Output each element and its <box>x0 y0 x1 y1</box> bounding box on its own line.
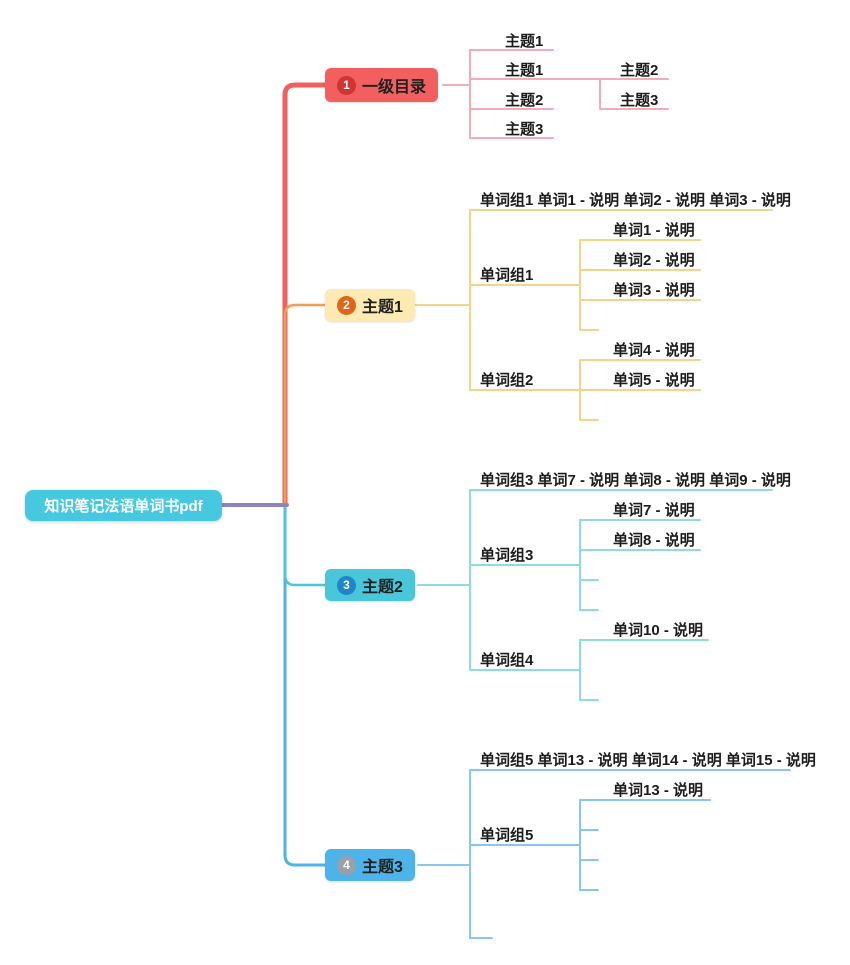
branch4-number-badge: 4 <box>337 855 356 875</box>
branch-node-2[interactable]: 2 主题1 <box>325 289 415 321</box>
branch-node-3[interactable]: 3 主题2 <box>325 569 415 601</box>
b1-topic-2[interactable]: 主题1 <box>505 62 544 79</box>
b4-summary-row[interactable]: 单词组5 单词13 - 说明 单词14 - 说明 单词15 - 说明 <box>480 752 816 769</box>
branch3-number-badge: 3 <box>337 575 356 595</box>
b2-wordgroup-1[interactable]: 单词组1 <box>480 267 534 284</box>
b2-word-4[interactable]: 单词4 - 说明 <box>613 342 695 359</box>
branch2-connectors <box>414 209 773 421</box>
b3-wordgroup-4[interactable]: 单词组4 <box>480 652 534 669</box>
trunk-connectors <box>220 82 328 867</box>
b1-topic-4[interactable]: 主题3 <box>505 121 544 138</box>
root-node[interactable]: 知识笔记法语单词书pdf <box>25 490 222 521</box>
b2-summary-row[interactable]: 单词组1 单词1 - 说明 单词2 - 说明 单词3 - 说明 <box>480 192 791 209</box>
b2-wordgroup-2[interactable]: 单词组2 <box>480 372 534 389</box>
b2-word-3[interactable]: 单词3 - 说明 <box>613 282 695 299</box>
branch1-connectors <box>442 49 669 139</box>
b3-word-10[interactable]: 单词10 - 说明 <box>613 622 704 639</box>
branch4-connectors <box>417 769 791 939</box>
branch-node-4[interactable]: 4 主题3 <box>325 849 415 881</box>
branch1-label: 一级目录 <box>362 79 427 96</box>
branch-node-1[interactable]: 1 一级目录 <box>325 68 439 102</box>
b4-wordgroup-5[interactable]: 单词组5 <box>480 827 534 844</box>
branch1-number-badge: 1 <box>337 75 356 95</box>
branch4-label: 主题3 <box>362 859 403 876</box>
b3-summary-row[interactable]: 单词组3 单词7 - 说明 单词8 - 说明 单词9 - 说明 <box>480 472 791 489</box>
b2-word-1[interactable]: 单词1 - 说明 <box>613 222 695 239</box>
branch3-connectors <box>417 489 773 701</box>
b1-subtopic-2[interactable]: 主题3 <box>620 92 659 109</box>
b3-word-8[interactable]: 单词8 - 说明 <box>613 532 695 549</box>
branch2-number-badge: 2 <box>337 295 356 315</box>
branch3-label: 主题2 <box>362 579 403 596</box>
branch2-label: 主题1 <box>362 299 403 316</box>
b3-wordgroup-3[interactable]: 单词组3 <box>480 547 534 564</box>
b4-word-13[interactable]: 单词13 - 说明 <box>613 782 704 799</box>
b1-topic-1[interactable]: 主题1 <box>505 33 544 50</box>
b2-word-2[interactable]: 单词2 - 说明 <box>613 252 695 269</box>
b1-subtopic-1[interactable]: 主题2 <box>620 62 659 79</box>
b2-word-5[interactable]: 单词5 - 说明 <box>613 372 695 389</box>
b3-word-7[interactable]: 单词7 - 说明 <box>613 502 695 519</box>
b1-topic-3[interactable]: 主题2 <box>505 92 544 109</box>
